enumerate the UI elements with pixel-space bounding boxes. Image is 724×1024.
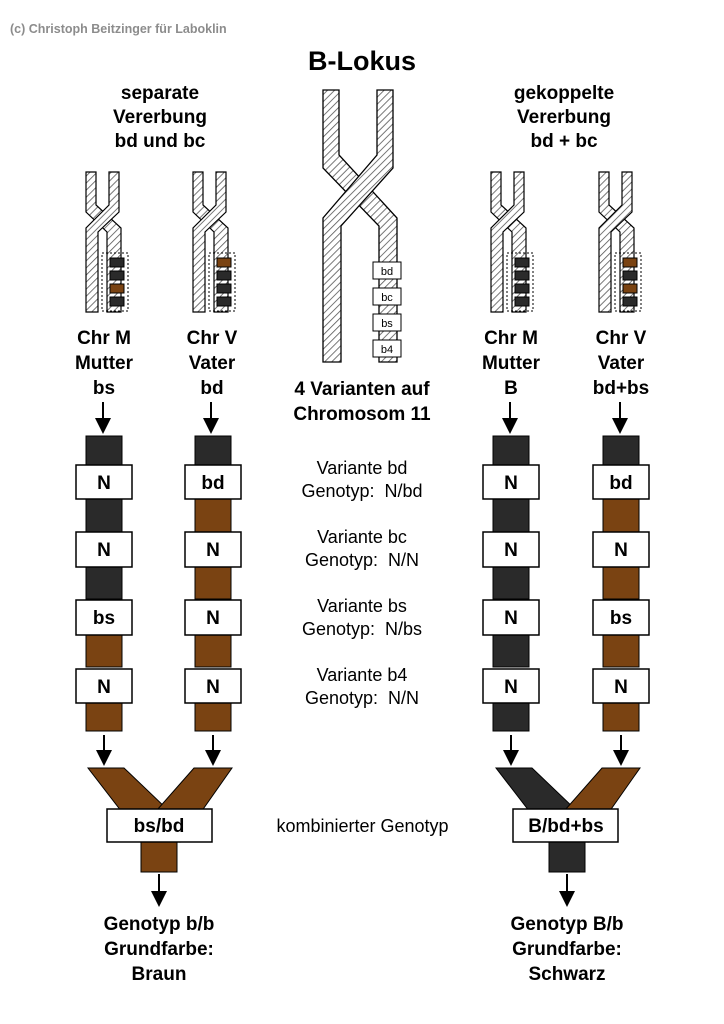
- chr-label-line: Chr V: [186, 328, 238, 349]
- genotype-box-label: N: [206, 540, 220, 561]
- genotype-box-label: N: [504, 540, 518, 561]
- genotype-box-label: N: [206, 608, 220, 629]
- genotype-box-label: N: [504, 473, 518, 494]
- center-box-label: bd: [381, 266, 393, 278]
- label-left-father: Chr V Vater bd: [162, 326, 262, 401]
- genotype-box-label: N: [614, 677, 628, 698]
- variant-bd: Variante bd Genotyp: N/bd: [262, 457, 462, 503]
- chromosome-right-mother: [490, 171, 534, 313]
- arrows-middle: [96, 735, 629, 766]
- center-box-label: b4: [381, 344, 393, 356]
- center-caption-line: Chromosom 11: [293, 404, 431, 425]
- variant-bc: Variante bc Genotyp: N/N: [262, 526, 462, 572]
- variant-bs: Variante bs Genotyp: N/bs: [262, 595, 462, 641]
- genotype-box-label: N: [504, 677, 518, 698]
- chr-label-line: Vater: [597, 353, 645, 374]
- variant-name: Variante bs: [317, 596, 407, 616]
- left-header-line: bd und bc: [114, 131, 206, 152]
- variant-genotype: Genotyp: N/bd: [301, 481, 423, 501]
- genotype-box-label: bs: [93, 608, 115, 629]
- column-left-father: bd N N N: [184, 435, 242, 732]
- right-header-line: gekoppelte: [513, 83, 615, 104]
- chr-label-line: Chr M: [484, 328, 538, 349]
- right-combined-genotype: B/bd+bs: [528, 816, 603, 837]
- chr-label-line: Mutter: [481, 353, 541, 374]
- chromosome-11-center: bd bc bs b4: [322, 89, 402, 363]
- left-header-line: Vererbung: [113, 107, 207, 128]
- column-right-father: bd N bs N: [592, 435, 650, 732]
- left-combined-genotype: bs/bd: [134, 816, 185, 837]
- chr-label-line: Chr V: [595, 328, 647, 349]
- chromosome-left-mother: [85, 171, 129, 313]
- variant-name: Variante b4: [316, 665, 408, 685]
- right-result-line: Schwarz: [528, 964, 606, 985]
- arrows-top: [95, 402, 628, 434]
- left-result: Genotyp b/b Grundfarbe: Braun: [69, 912, 249, 987]
- label-right-father: Chr V Vater bd+bs: [571, 326, 671, 401]
- column-right-mother: N N N N: [482, 435, 540, 732]
- left-result-line: Grundfarbe:: [104, 939, 214, 960]
- copyright: (c) Christoph Beitzinger für Laboklin: [10, 22, 227, 36]
- chr-label-line: bs: [92, 378, 116, 399]
- chromosome-left-father: [192, 171, 236, 313]
- variant-b4: Variante b4 Genotyp: N/N: [262, 664, 462, 710]
- label-left-mother: Chr M Mutter bs: [54, 326, 154, 401]
- column-left-mother: N N bs N: [75, 435, 133, 732]
- variant-name: Variante bd: [316, 458, 408, 478]
- variant-name: Variante bc: [317, 527, 407, 547]
- left-header-line: separate: [120, 83, 200, 104]
- right-header-line: bd + bc: [530, 131, 598, 152]
- left-header: separate Vererbung bd und bc: [70, 82, 250, 154]
- center-box-label: bc: [381, 292, 393, 304]
- chr-label-line: Chr M: [77, 328, 131, 349]
- page-title: B-Lokus: [308, 46, 416, 76]
- right-header: gekoppelte Vererbung bd + bc: [474, 82, 654, 154]
- variant-genotype: Genotyp: N/bs: [301, 619, 423, 639]
- chromosome-right-father: [598, 171, 642, 313]
- combined-genotype-label: kombinierter Genotyp: [276, 816, 449, 836]
- right-header-line: Vererbung: [517, 107, 611, 128]
- variant-genotype: Genotyp: N/N: [304, 550, 420, 570]
- genotype-box-label: bd: [201, 473, 224, 494]
- genotype-box-label: bd: [609, 473, 632, 494]
- variant-genotype: Genotyp: N/N: [304, 688, 420, 708]
- center-box-label: bs: [381, 318, 393, 330]
- genotype-box-label: N: [97, 677, 111, 698]
- right-result-line: Grundfarbe:: [512, 939, 622, 960]
- right-result: Genotyp B/b Grundfarbe: Schwarz: [477, 912, 657, 987]
- center-caption-line: 4 Varianten auf: [294, 379, 430, 400]
- chr-label-line: bd: [200, 378, 224, 399]
- genotype-box-label: N: [614, 540, 628, 561]
- genotype-box-label: N: [97, 473, 111, 494]
- center-caption: 4 Varianten auf Chromosom 11: [262, 377, 462, 427]
- genotype-box-label: N: [206, 677, 220, 698]
- chr-label-line: Mutter: [74, 353, 134, 374]
- label-right-mother: Chr M Mutter B: [461, 326, 561, 401]
- chr-label-line: B: [504, 378, 518, 399]
- genotype-box-label: N: [504, 608, 518, 629]
- left-result-line: Braun: [131, 964, 187, 985]
- arrows-bottom: [151, 874, 575, 907]
- combiner-left: bs/bd: [86, 767, 233, 873]
- chr-label-line: bd+bs: [592, 378, 650, 399]
- right-result-line: Genotyp B/b: [510, 914, 624, 935]
- combiner-right: B/bd+bs: [494, 767, 641, 873]
- chr-label-line: Vater: [188, 353, 236, 374]
- genotype-box-label: bs: [610, 608, 632, 629]
- genotype-box-label: N: [97, 540, 111, 561]
- left-result-line: Genotyp b/b: [103, 914, 215, 935]
